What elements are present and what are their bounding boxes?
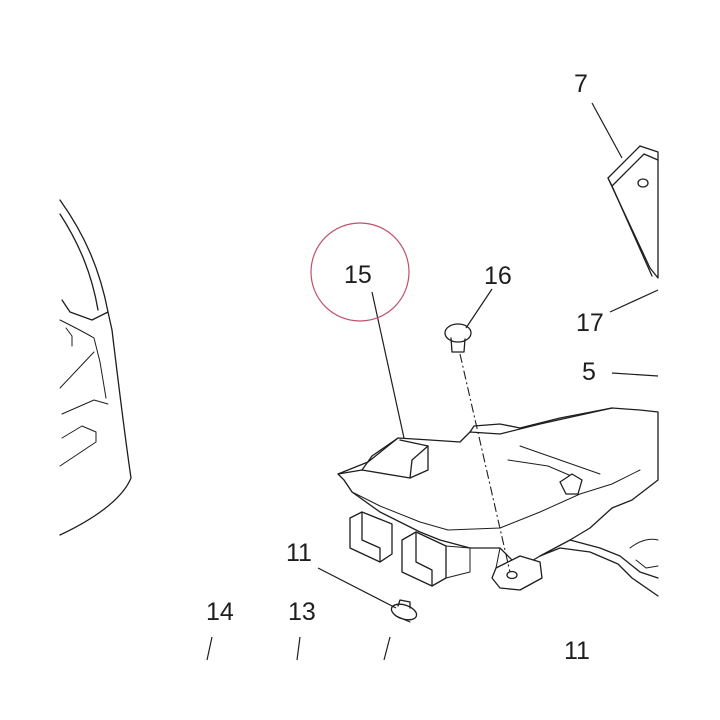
leader-14 [206,636,213,661]
leader-11a [317,567,397,609]
label-5: 5 [582,358,596,386]
part-labels: 7 15 16 17 5 11 14 13 11 [206,70,604,665]
label-7: 7 [574,70,588,98]
label-11-lower: 11 [564,637,590,665]
label-14: 14 [206,598,234,626]
leader-5 [611,372,659,377]
label-13: 13 [288,598,316,626]
left-cover-part [59,199,132,536]
leader-lines [206,102,659,661]
highlight-circle [310,222,410,322]
leader-15 [371,291,405,439]
fastener-part-11 [390,599,418,623]
leader-13 [296,636,301,661]
leader-11-lower [383,636,391,661]
bracket-part-7 [607,145,659,279]
label-11-upper: 11 [286,539,312,567]
leader-17 [609,289,659,313]
leader-16 [465,288,493,329]
main-housing-part-15 [337,407,659,597]
label-16: 16 [484,262,512,290]
label-15: 15 [344,261,372,289]
leader-7 [591,102,623,159]
fastener-part-16 [444,323,511,573]
label-17: 17 [576,309,604,337]
